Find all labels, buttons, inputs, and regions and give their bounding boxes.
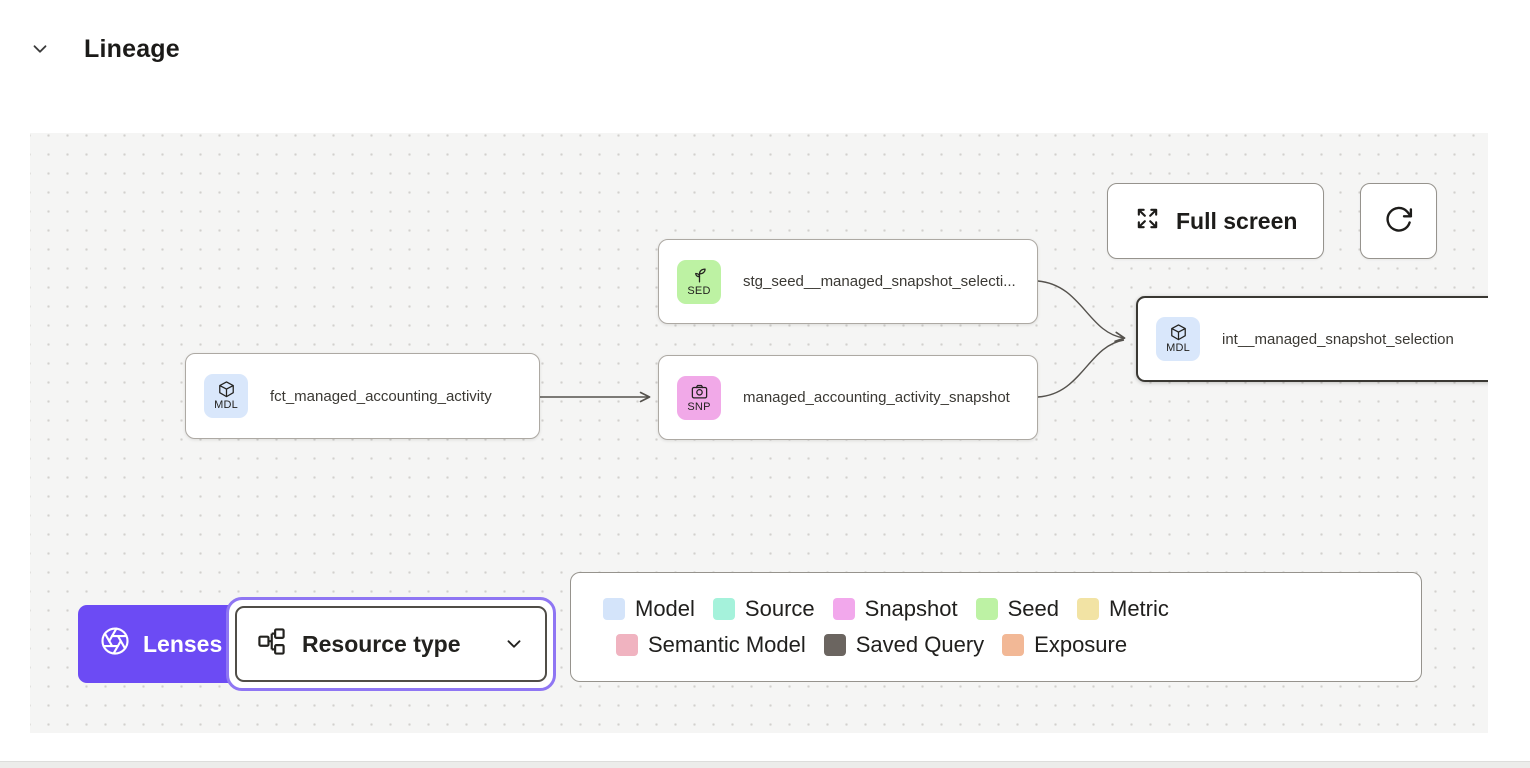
badge-code: SNP	[687, 400, 711, 413]
resource-graph-icon	[257, 627, 286, 662]
legend-item-saved-query: Saved Query	[823, 632, 984, 658]
bottom-section-divider	[0, 761, 1530, 768]
source-color-swatch	[712, 598, 735, 620]
model-badge: MDL	[204, 374, 248, 418]
node-int-managed-snapshot-selection[interactable]: MDL int__managed_snapshot_selection	[1136, 296, 1488, 382]
edge-seed-to-int	[1037, 280, 1126, 343]
snapshot-badge: SNP	[677, 375, 721, 420]
chevron-down-icon	[29, 38, 51, 63]
legend-item-model: Model	[603, 596, 695, 622]
saved-query-color-swatch	[823, 634, 846, 656]
semantic-model-color-swatch	[616, 634, 638, 656]
exposure-color-swatch	[1002, 634, 1025, 656]
camera-icon	[690, 382, 709, 401]
metric-color-swatch	[1077, 598, 1099, 620]
cube-icon	[217, 380, 236, 399]
resource-type-focus-ring: Resource type	[226, 597, 556, 691]
snapshot-color-swatch	[832, 598, 855, 620]
cube-icon	[1169, 323, 1188, 342]
seed-badge: SED	[677, 259, 721, 304]
resource-type-legend: Model Source Snapshot Seed Metric S	[570, 572, 1422, 682]
chevron-down-icon	[503, 633, 525, 655]
legend-row-1: Model Source Snapshot Seed Metric	[603, 596, 1421, 622]
badge-code: SED	[687, 284, 711, 297]
legend-item-semantic-model: Semantic Model	[616, 632, 806, 658]
model-color-swatch	[603, 598, 625, 620]
node-fct-managed-accounting-activity[interactable]: MDL fct_managed_accounting_activity	[185, 353, 540, 439]
node-managed-accounting-activity-snapshot[interactable]: SNP managed_accounting_activity_snapshot	[658, 355, 1038, 440]
badge-code: MDL	[1166, 342, 1190, 354]
full-screen-button[interactable]: Full screen	[1107, 183, 1325, 259]
edge-snapshot-to-int	[1037, 339, 1125, 398]
node-label: stg_seed__managed_snapshot_selecti...	[743, 273, 1016, 290]
node-stg-seed-managed-snapshot-selection[interactable]: SED stg_seed__managed_snapshot_selecti..…	[658, 239, 1038, 324]
expand-icon	[1134, 205, 1161, 238]
lenses-label: Lenses	[143, 630, 223, 657]
legend-item-exposure: Exposure	[1002, 632, 1127, 658]
legend-item-snapshot: Snapshot	[832, 596, 958, 622]
lenses-button[interactable]: Lenses	[78, 605, 249, 683]
legend-item-source: Source	[712, 596, 815, 622]
legend-item-seed: Seed	[975, 596, 1059, 622]
legend-row-2: Semantic Model Saved Query Exposure	[603, 632, 1421, 658]
refresh-button[interactable]	[1360, 183, 1437, 259]
sprout-icon	[690, 266, 709, 285]
resource-type-label: Resource type	[302, 630, 461, 657]
node-label: fct_managed_accounting_activity	[270, 387, 492, 405]
lineage-section-header: Lineage	[0, 0, 1530, 100]
aperture-icon	[100, 626, 130, 662]
model-badge: MDL	[1156, 317, 1200, 361]
node-label: int__managed_snapshot_selection	[1222, 330, 1454, 348]
full-screen-label: Full screen	[1176, 207, 1298, 234]
section-collapse-button[interactable]	[28, 38, 52, 62]
legend-item-metric: Metric	[1077, 596, 1169, 622]
lineage-canvas[interactable]: MDL fct_managed_accounting_activity SED …	[30, 133, 1488, 733]
resource-type-dropdown[interactable]: Resource type	[235, 606, 547, 682]
page-title: Lineage	[84, 35, 180, 63]
seed-color-swatch	[975, 598, 998, 620]
refresh-icon	[1384, 205, 1414, 238]
badge-code: MDL	[214, 399, 238, 411]
node-label: managed_accounting_activity_snapshot	[743, 389, 1010, 406]
